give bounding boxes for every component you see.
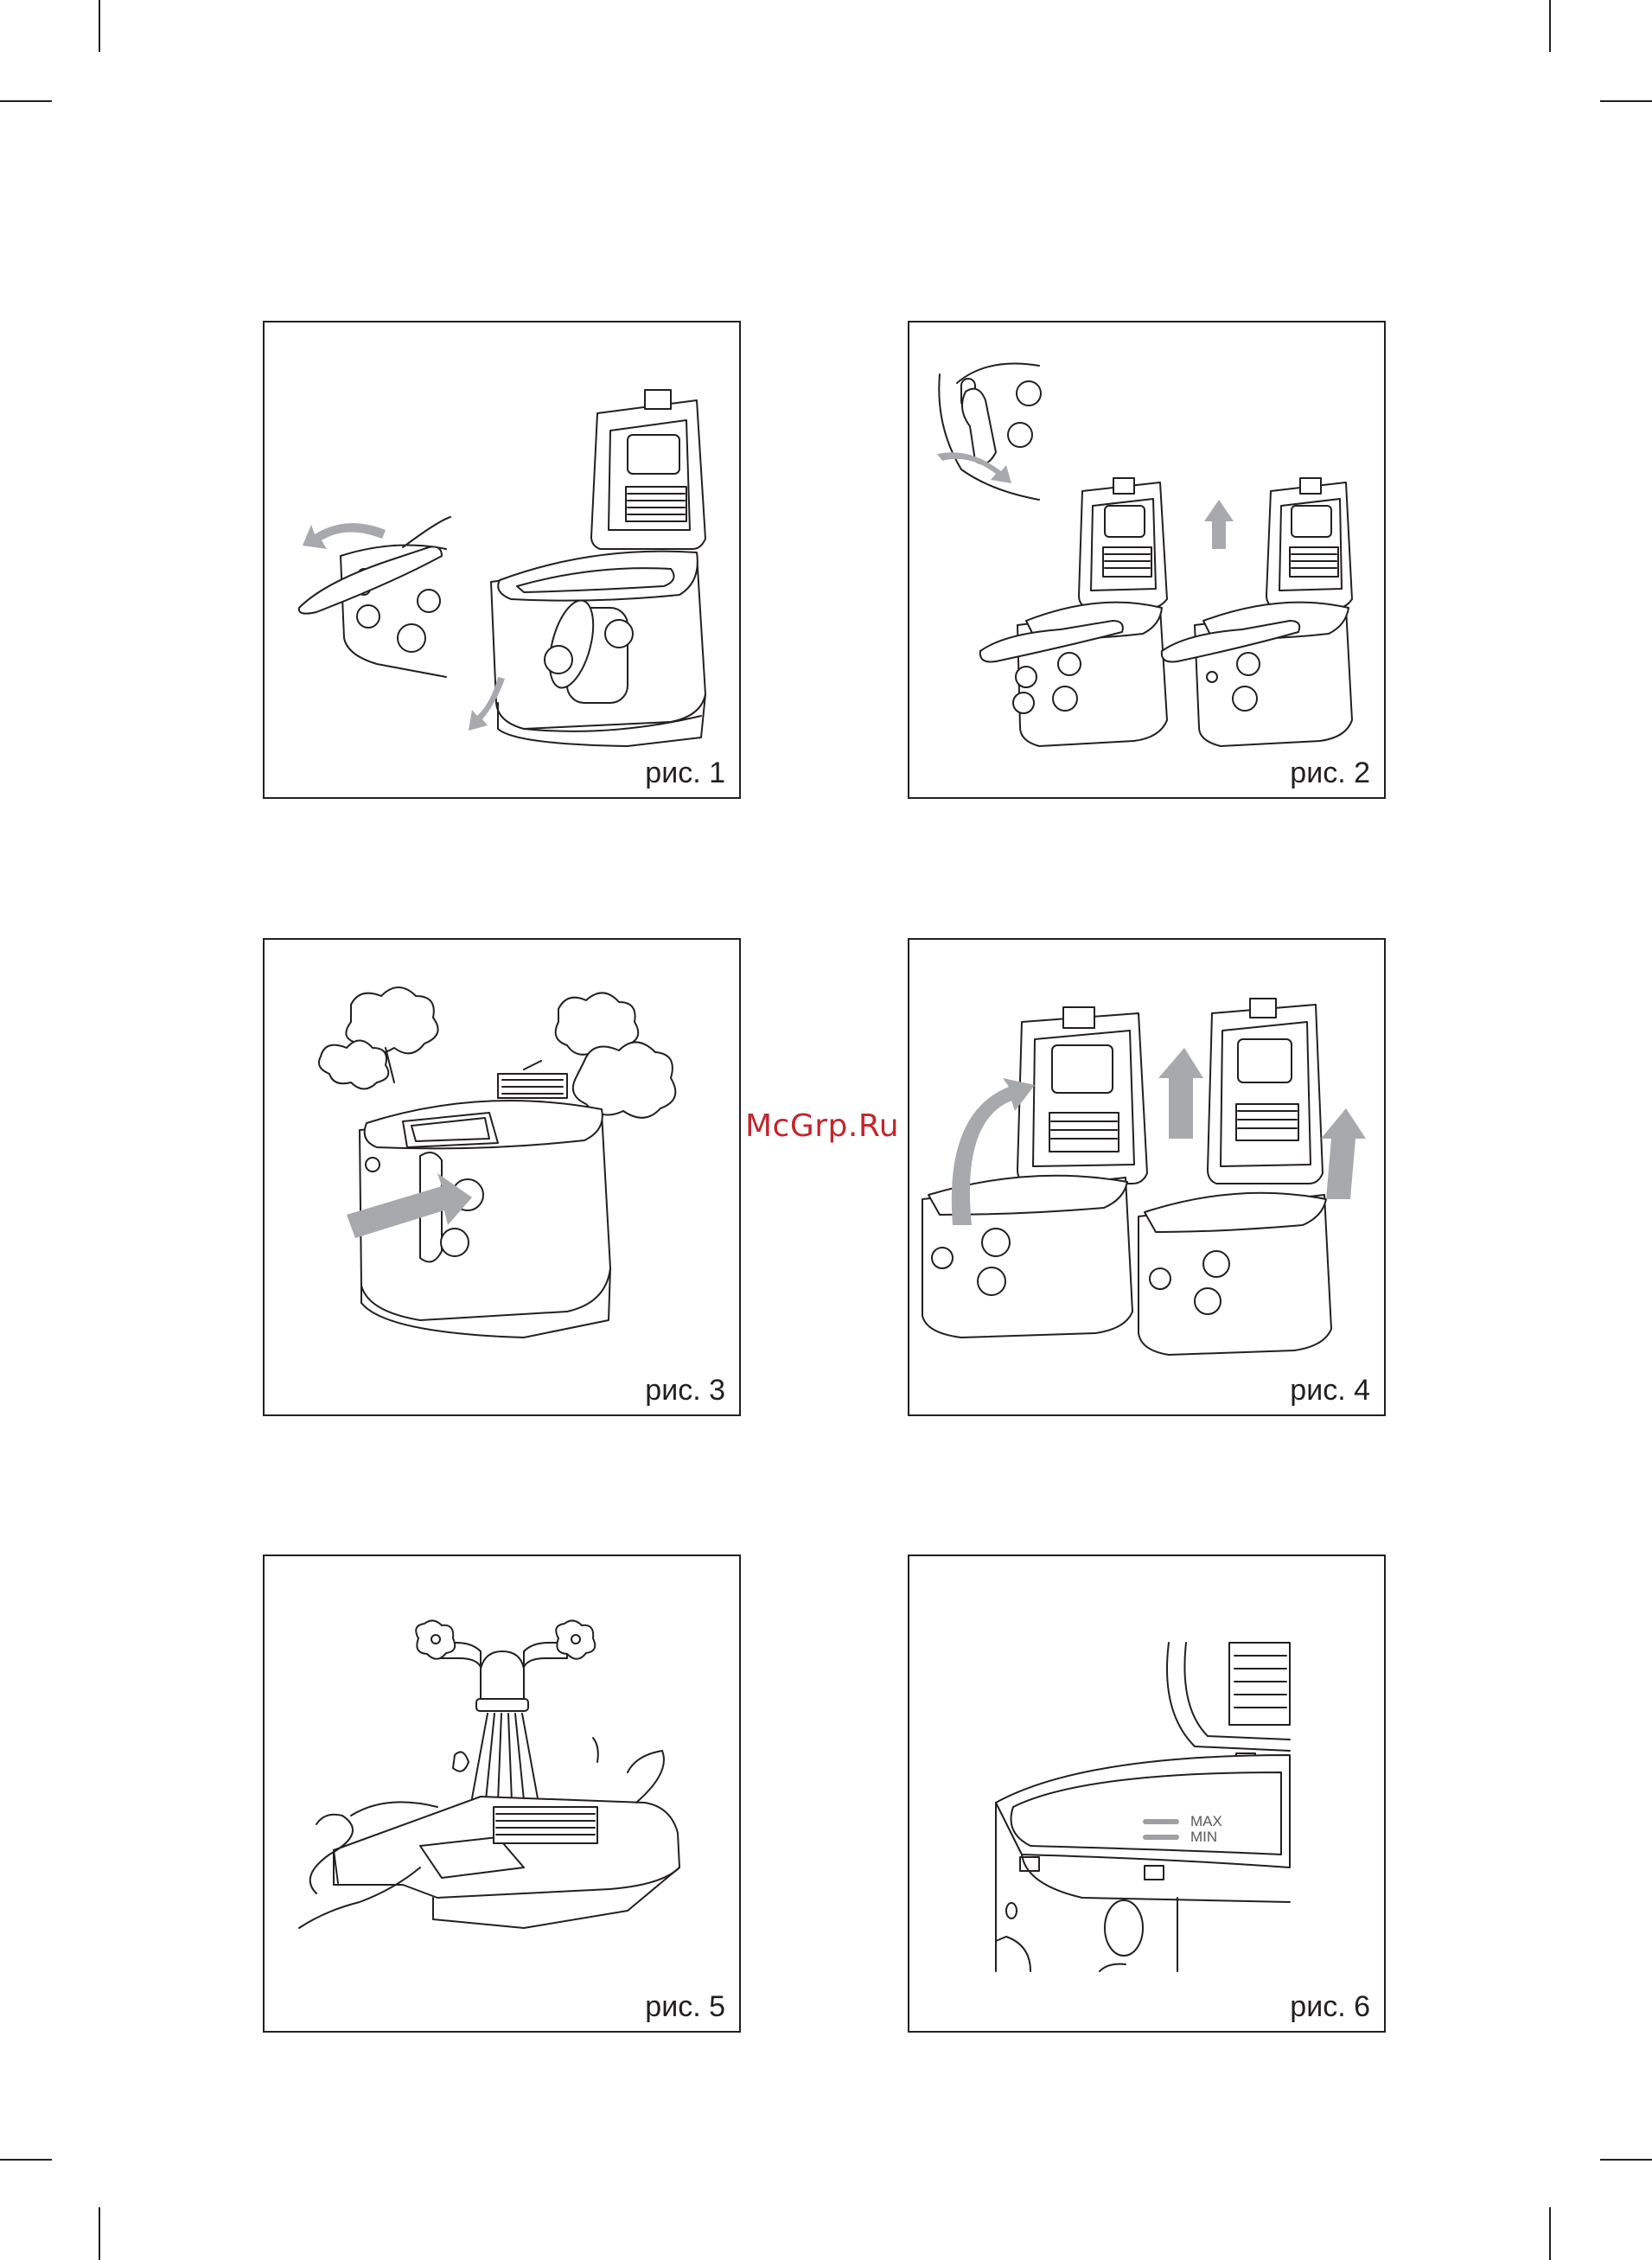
figure-1-caption: рис. 1 — [645, 756, 725, 790]
figure-6-panel: MAX MIN рис. 6 — [908, 1555, 1386, 2033]
crop-mark — [0, 100, 52, 102]
min-level-mark — [1143, 1835, 1179, 1840]
figure-5-caption: рис. 5 — [645, 1989, 725, 2024]
max-level-mark — [1143, 1819, 1179, 1824]
figure-3-caption: рис. 3 — [645, 1373, 725, 1408]
figure-1-panel: рис. 1 — [263, 321, 741, 799]
figure-3-illustration — [265, 940, 739, 1414]
figure-6-illustration: MAX MIN — [909, 1556, 1384, 2031]
crop-mark — [1549, 0, 1551, 52]
figure-5-panel: рис. 5 — [263, 1555, 741, 2033]
crop-mark — [99, 0, 100, 52]
figure-3-panel: рис. 3 — [263, 938, 741, 1416]
figure-2-panel: рис. 2 — [908, 321, 1386, 799]
crop-mark — [1600, 100, 1652, 102]
crop-mark — [0, 2159, 52, 2161]
max-level-label: MAX — [1190, 1813, 1222, 1829]
crop-mark — [1600, 2159, 1652, 2161]
figure-6-caption: рис. 6 — [1290, 1989, 1370, 2024]
figure-4-caption: рис. 4 — [1290, 1373, 1370, 1408]
figure-1-illustration — [265, 322, 739, 797]
figure-5-illustration — [265, 1556, 739, 2031]
crop-mark — [99, 2207, 100, 2260]
figure-4-illustration — [909, 940, 1384, 1414]
figure-4-panel: рис. 4 — [908, 938, 1386, 1416]
figure-2-illustration — [909, 322, 1384, 797]
watermark: McGrp.Ru — [745, 1108, 899, 1144]
figure-2-caption: рис. 2 — [1290, 756, 1370, 790]
min-level-label: MIN — [1190, 1829, 1217, 1845]
crop-mark — [1549, 2207, 1551, 2260]
